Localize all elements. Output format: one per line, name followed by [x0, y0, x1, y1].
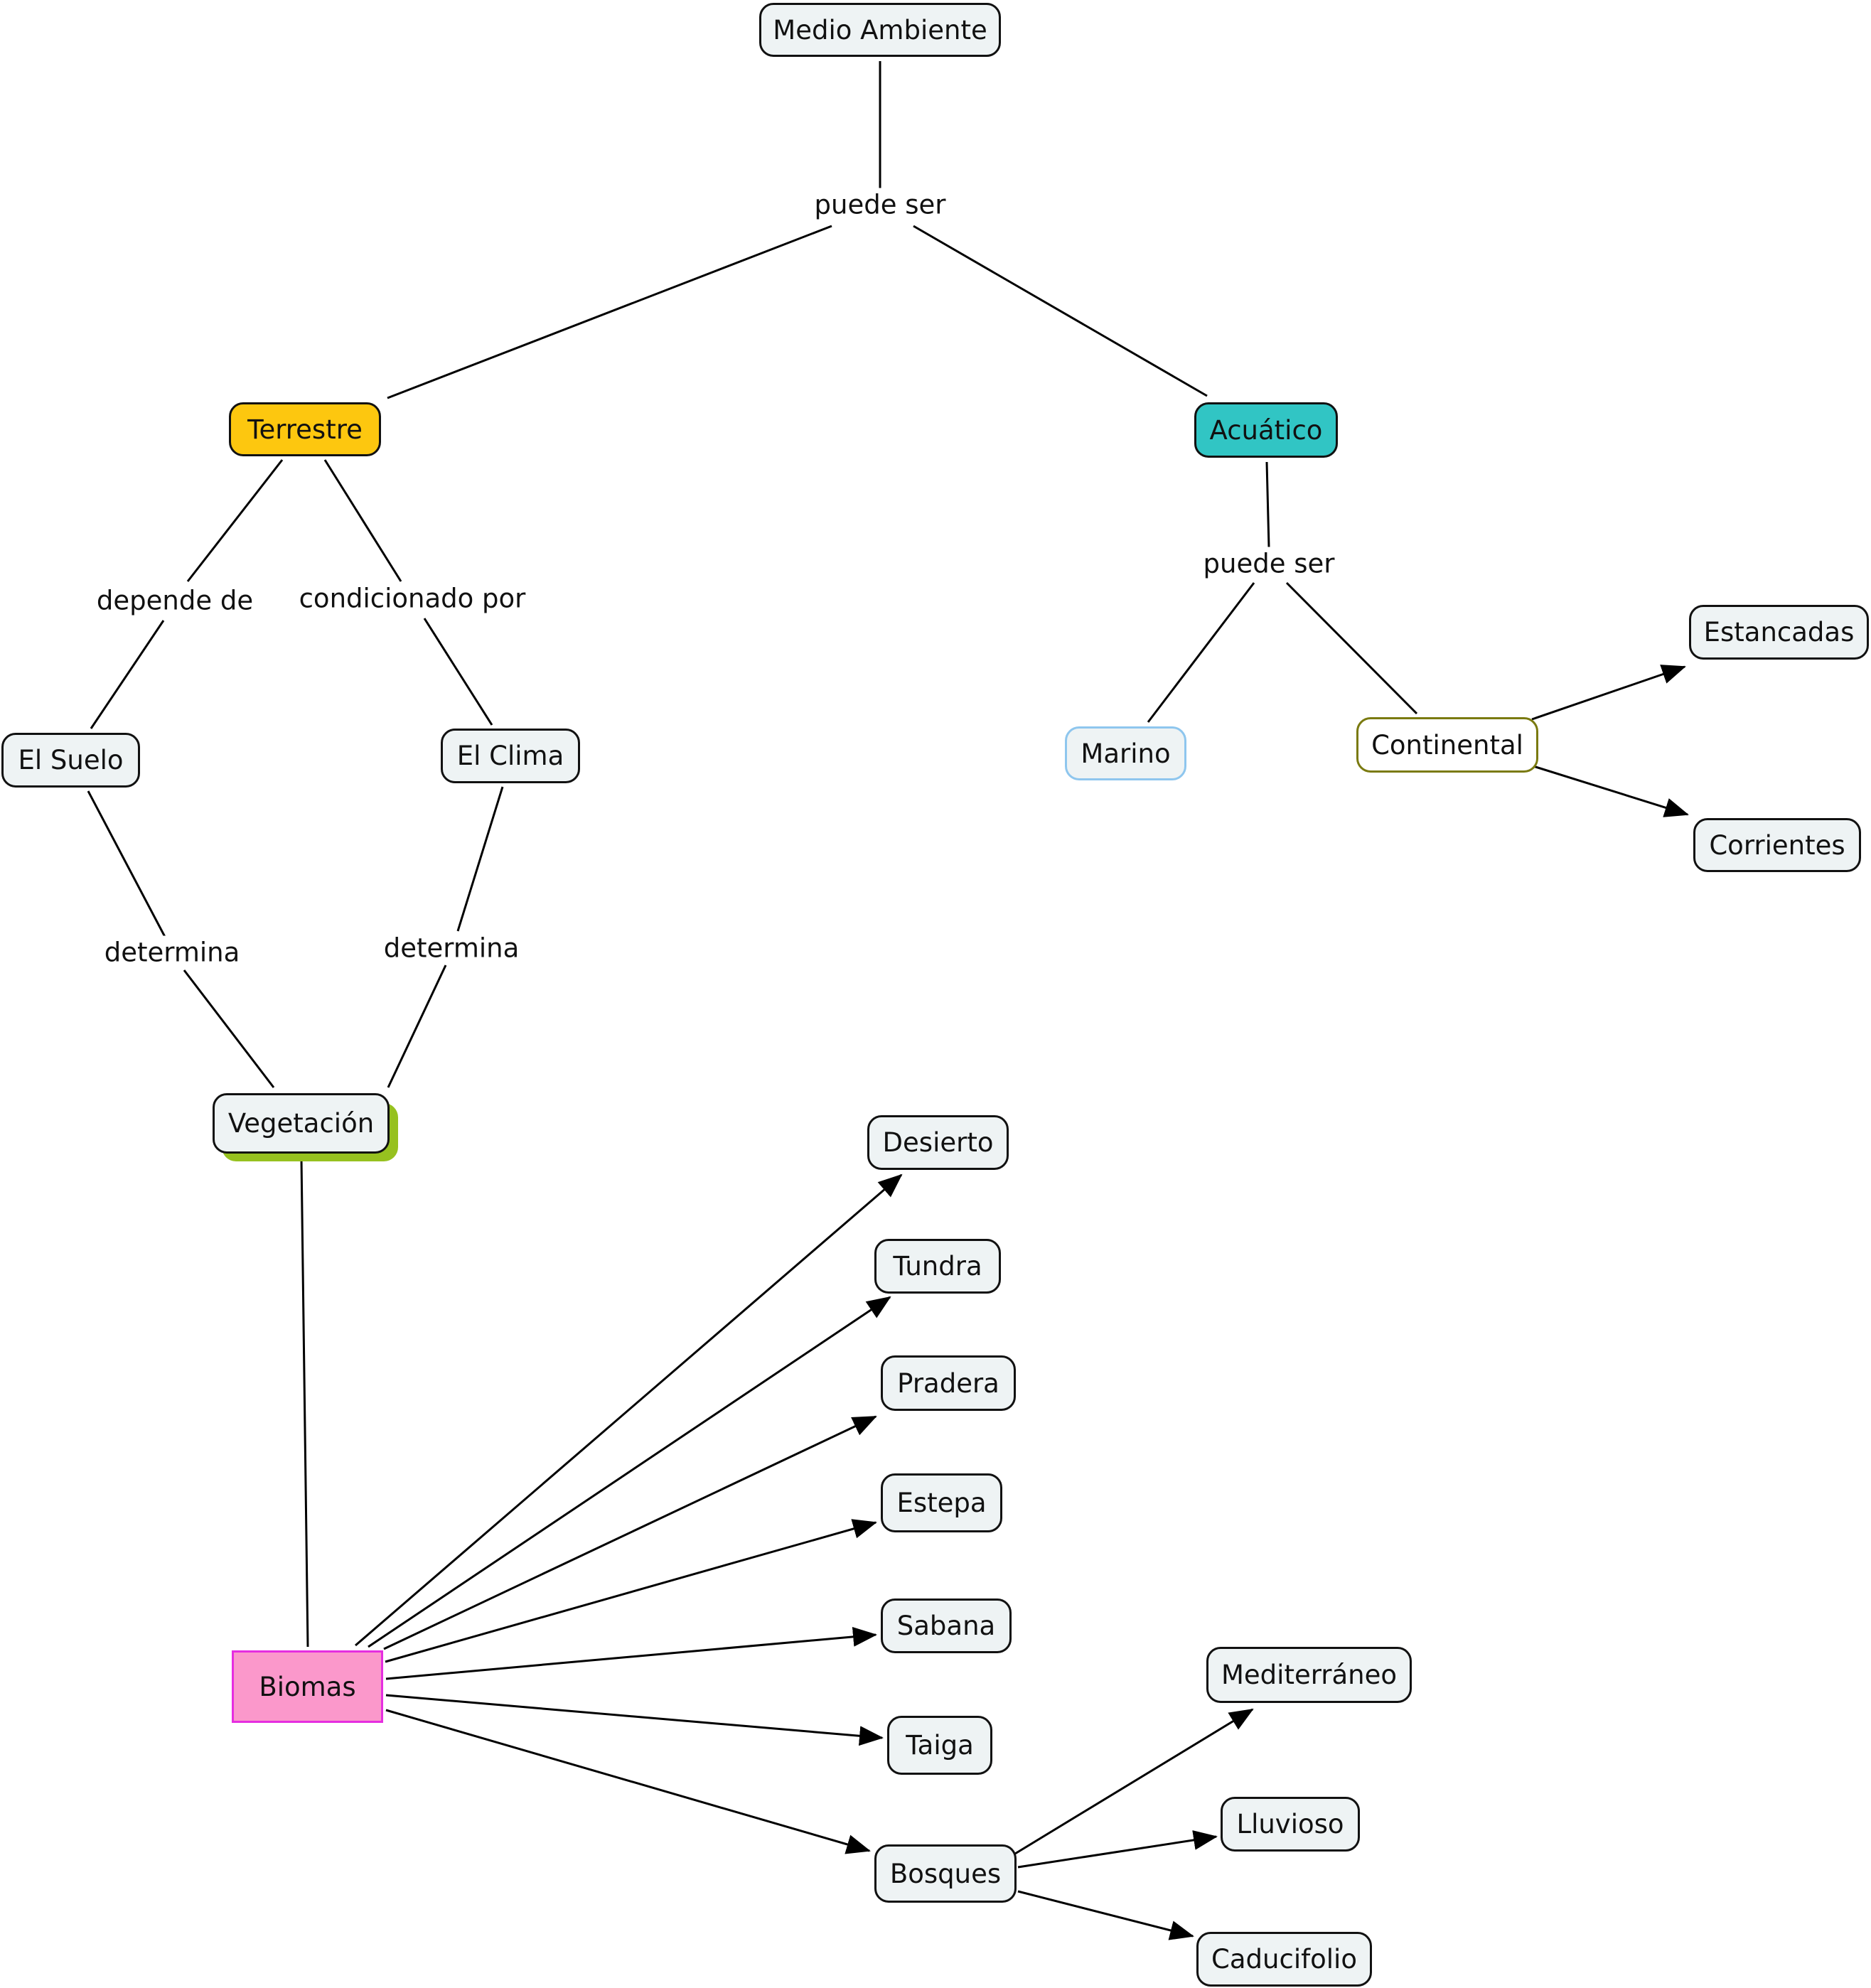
- node-mediterraneo[interactable]: Mediterráneo: [1206, 1647, 1412, 1703]
- link-determina-suelo: determina: [98, 935, 246, 969]
- node-lluvioso[interactable]: Lluvioso: [1221, 1797, 1360, 1852]
- node-bosques[interactable]: Bosques: [874, 1844, 1017, 1903]
- node-estepa[interactable]: Estepa: [881, 1473, 1002, 1532]
- node-marino[interactable]: Marino: [1065, 726, 1186, 780]
- line-puede-ser-to-acuatico: [913, 225, 1208, 397]
- node-sabana[interactable]: Sabana: [881, 1599, 1012, 1653]
- line-terrestre-to-depende: [186, 459, 284, 582]
- node-el-suelo[interactable]: El Suelo: [1, 733, 140, 788]
- line-puede-ser-to-continental: [1285, 581, 1418, 715]
- line-puede-ser-to-terrestre: [387, 225, 832, 399]
- arrow-biomas-to-bosques: [385, 1709, 871, 1854]
- node-pradera[interactable]: Pradera: [881, 1355, 1016, 1411]
- line-terrestre-to-condicionado: [323, 459, 402, 582]
- node-taiga[interactable]: Taiga: [887, 1716, 992, 1775]
- link-determina-clima: determina: [377, 931, 525, 965]
- arrow-continental-to-estancadas: [1531, 665, 1686, 721]
- arrow-bosques-to-mediterraneo: [1014, 1708, 1254, 1855]
- link-puede-ser-top: puede ser: [808, 188, 952, 222]
- line-suelo-to-determina: [87, 790, 166, 937]
- arrow-biomas-to-desierto: [355, 1173, 903, 1647]
- line-vegetacion-to-biomas: [300, 1158, 309, 1648]
- node-estancadas[interactable]: Estancadas: [1689, 605, 1869, 660]
- line-acuatico-to-puede-ser: [1265, 461, 1270, 548]
- line-puede-ser-to-marino: [1147, 582, 1255, 723]
- line-condicionado-to-clima: [423, 618, 493, 726]
- arrow-biomas-to-pradera: [383, 1415, 877, 1650]
- line-determina-to-vegetacion-1: [183, 969, 275, 1088]
- node-tundra[interactable]: Tundra: [874, 1239, 1001, 1294]
- node-el-clima[interactable]: El Clima: [441, 729, 580, 783]
- node-medio-ambiente[interactable]: Medio Ambiente: [759, 3, 1001, 57]
- node-vegetacion[interactable]: Vegetación: [213, 1093, 390, 1154]
- link-condicionado-por: condicionado por: [293, 581, 532, 616]
- line-determina-to-vegetacion-2: [387, 965, 447, 1088]
- arrow-continental-to-corrientes: [1533, 765, 1689, 817]
- line-clima-to-determina: [456, 786, 504, 932]
- arrow-biomas-to-sabana: [385, 1626, 877, 1680]
- link-puede-ser-acuatico: puede ser: [1197, 547, 1341, 581]
- arrow-biomas-to-taiga: [385, 1694, 884, 1746]
- arrow-biomas-to-estepa: [385, 1519, 877, 1663]
- node-terrestre[interactable]: Terrestre: [229, 402, 381, 456]
- node-desierto[interactable]: Desierto: [867, 1115, 1009, 1170]
- arrow-bosques-to-caducifolio: [1017, 1890, 1194, 1940]
- link-depende-de: depende de: [90, 584, 259, 618]
- node-acuatico[interactable]: Acuático: [1194, 402, 1338, 458]
- node-corrientes[interactable]: Corrientes: [1693, 818, 1861, 872]
- node-biomas[interactable]: Biomas: [232, 1650, 383, 1723]
- node-continental[interactable]: Continental: [1356, 717, 1538, 773]
- arrow-biomas-to-tundra: [368, 1296, 891, 1648]
- line-depende-to-suelo: [90, 620, 165, 729]
- arrow-bosques-to-lluvioso: [1017, 1830, 1218, 1869]
- node-caducifolio[interactable]: Caducifolio: [1196, 1932, 1372, 1987]
